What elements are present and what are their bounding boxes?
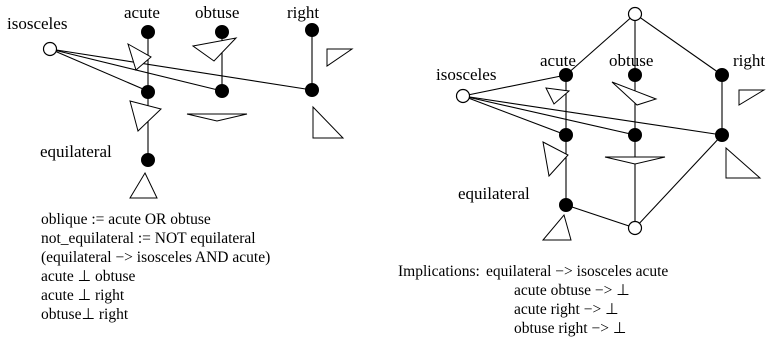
node-right (305, 23, 319, 37)
node-isosceles (42, 41, 58, 57)
right-diagram: isosceles acute obtuse right equilateral… (398, 6, 766, 337)
label-obtuse: obtuse (609, 51, 653, 70)
label-right: right (287, 3, 319, 22)
implication-line: obtuse right −> ⊥ (514, 320, 626, 337)
definition-line: obtuse⊥ right (41, 306, 129, 323)
equilateral-triangle-icon (129, 171, 158, 199)
implication-line: acute obtuse −> ⊥ (514, 282, 630, 299)
edge-equilateral-bottom (565, 204, 636, 229)
edge-acute-isosceles (462, 74, 567, 97)
node-equilateral (141, 153, 155, 167)
edge-right-bottom (634, 134, 723, 229)
edge-isosceles-acute (462, 95, 567, 136)
node-isosceles (455, 88, 471, 104)
label-equilateral: equilateral (458, 184, 530, 203)
obtuse-triangle-icon (611, 81, 658, 106)
definition-line: acute ⊥ right (41, 287, 125, 304)
acute-triangle-icon (545, 87, 571, 105)
label-equilateral: equilateral (40, 142, 112, 161)
node-isosceles-obtuse (215, 84, 229, 98)
node-acute (141, 25, 155, 39)
implications-prefix: Implications: (398, 263, 480, 280)
isosceles-obtuse-triangle-icon (186, 113, 248, 122)
label-isosceles: isosceles (436, 65, 496, 84)
node-right (715, 68, 729, 82)
label-obtuse: obtuse (195, 3, 239, 22)
node-isosceles-acute (141, 85, 155, 99)
node-isosceles-right (715, 128, 729, 142)
node-acute (559, 68, 573, 82)
edge-top-right (634, 13, 723, 76)
definition-line: oblique := acute OR obtuse (41, 211, 211, 228)
edge-isosceles-obtuse (462, 95, 636, 136)
isosceles-obtuse-triangle-icon (604, 156, 666, 165)
node-bottom (627, 220, 643, 236)
implication-line: equilateral −> isosceles acute (486, 263, 668, 280)
right-triangle-icon (326, 48, 354, 67)
acute-triangle-icon (127, 42, 152, 71)
definition-line: acute ⊥ obtuse (41, 268, 136, 285)
obtuse-triangle-icon (191, 37, 238, 62)
definition-line: (equilateral −> isosceles AND acute) (41, 249, 270, 266)
node-top (627, 6, 643, 22)
left-diagram: isosceles acute obtuse right equilateral… (7, 3, 354, 323)
label-isosceles: isosceles (7, 14, 67, 33)
node-equilateral (559, 198, 573, 212)
node-isosceles-acute (559, 128, 573, 142)
node-obtuse (628, 68, 642, 82)
equilateral-triangle-icon (541, 213, 572, 241)
node-isosceles-right (305, 83, 319, 97)
right-triangle-icon (738, 89, 766, 106)
isosceles-acute-triangle-icon (129, 100, 162, 132)
edge-isosceles-right (462, 95, 723, 136)
edge-top-acute (565, 13, 636, 76)
isosceles-acute-triangle-icon (542, 141, 569, 178)
label-right: right (733, 51, 765, 70)
isosceles-right-triangle-icon (312, 105, 345, 139)
node-isosceles-obtuse (628, 128, 642, 142)
isosceles-right-triangle-icon (725, 146, 762, 179)
edge-isosceles-right (49, 48, 313, 91)
definition-line: not_equilateral := NOT equilateral (41, 230, 256, 247)
implication-line: acute right −> ⊥ (514, 301, 619, 318)
label-acute: acute (540, 51, 576, 70)
label-acute: acute (124, 3, 160, 22)
edge-isosceles-acute (49, 48, 151, 93)
node-obtuse (215, 25, 229, 39)
